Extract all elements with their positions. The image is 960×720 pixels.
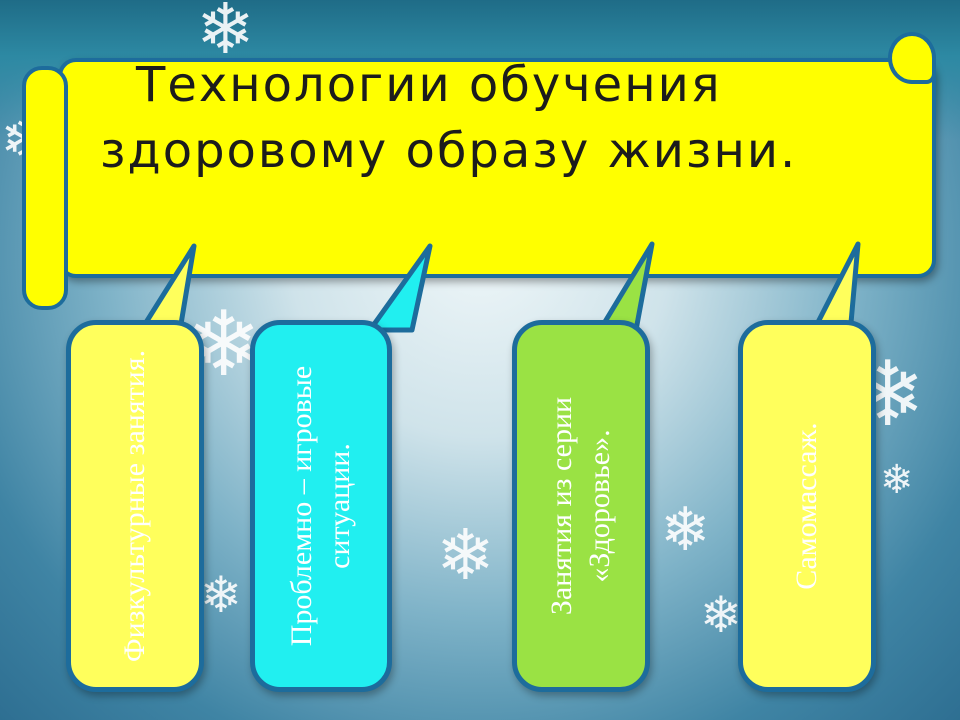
callout-label: Занятия из серии «Здоровье».: [545, 396, 616, 616]
callout-physical-education: Физкультурные занятия.: [66, 320, 204, 692]
callout-label: Проблемно – игровые ситуации.: [285, 365, 356, 647]
snowflake-icon: ❄: [700, 586, 742, 644]
snowflake-icon: ❄: [880, 457, 914, 503]
scroll-roll-left: [22, 66, 68, 310]
snowflake-icon: ❄: [660, 495, 711, 565]
title-line-1: Технологии обучения: [136, 57, 722, 113]
title-scroll-banner: [58, 58, 936, 278]
callout-label: Самомассаж.: [790, 422, 823, 590]
snowflake-icon: ❄: [200, 566, 242, 624]
snowflake-icon: ❄: [436, 514, 495, 596]
callout-self-massage: Самомассаж.: [738, 320, 876, 692]
page-title: Технологии обучения здоровому образу жиз…: [60, 52, 920, 184]
title-line-2: здоровому образу жизни.: [100, 123, 798, 179]
snowflake-icon: ❄: [196, 0, 255, 70]
callout-label: Физкультурные занятия.: [118, 349, 151, 663]
scroll-curl-right: [888, 32, 936, 84]
callout-health-series: Занятия из серии «Здоровье».: [512, 320, 650, 692]
callout-problem-game-situations: Проблемно – игровые ситуации.: [250, 320, 392, 692]
